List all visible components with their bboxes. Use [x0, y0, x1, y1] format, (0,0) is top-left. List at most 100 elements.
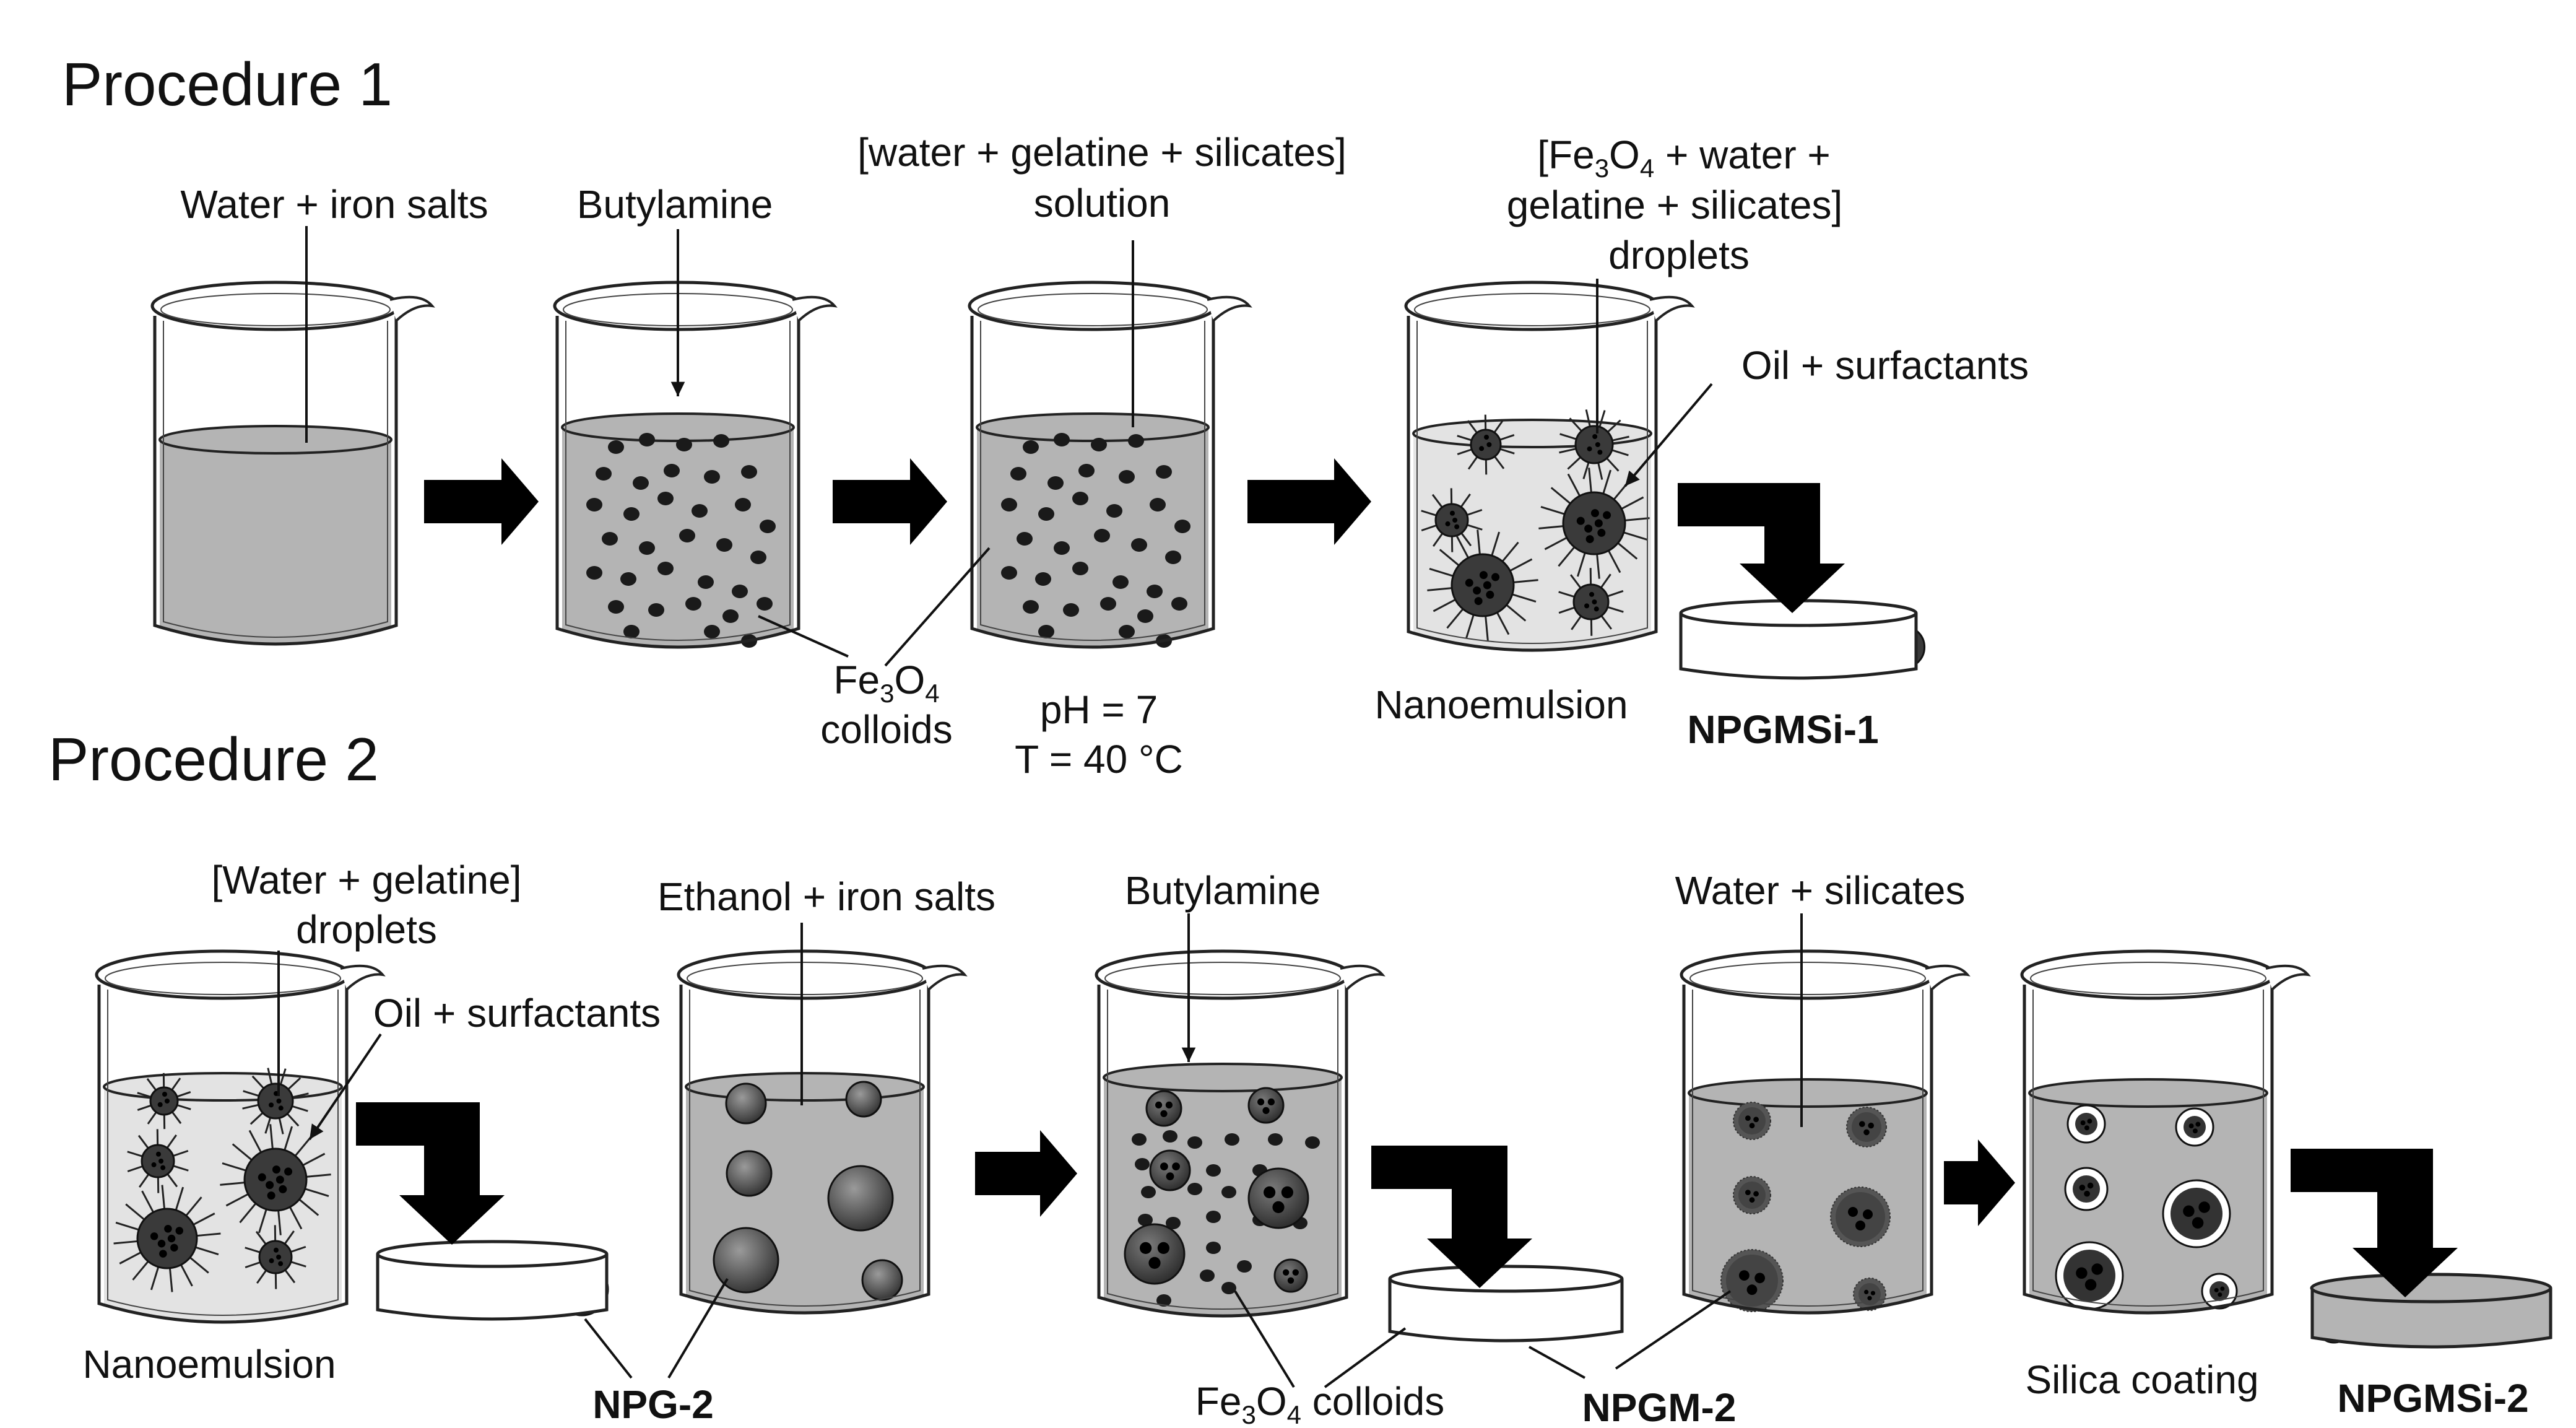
p2-nano-f-surfactant-tail	[284, 1230, 295, 1245]
p2-beaker-butylamine-inner-wall	[1107, 990, 1338, 1310]
p1-b3-colloid	[1035, 572, 1051, 586]
p2-b3-inner-colloid	[1287, 1277, 1295, 1284]
p1-nano-e-surfactant-tail	[1427, 587, 1452, 591]
p1-beaker-nanoemulsion-rim-inner	[1414, 293, 1650, 326]
p1-nano-e-inner-colloid	[1473, 586, 1481, 595]
p1-nano-e-surfactant-tail	[1477, 529, 1481, 555]
p2-nano-e-surfactant-tail	[189, 1256, 209, 1274]
p2-nano-d-surfactant-tail	[269, 1124, 274, 1149]
p2-sil-e-hairy-particle	[1720, 1249, 1784, 1312]
p2-nano-b-surfactant-tail	[279, 1068, 287, 1085]
p1-b3-colloid	[1128, 434, 1144, 448]
p1-nano-e-inner-colloid	[1483, 581, 1491, 590]
p1-b3-colloid	[1131, 538, 1147, 552]
p2-b3-colloid	[1225, 1133, 1239, 1146]
p2-nano-f-surfactant-tail	[245, 1247, 261, 1253]
label-water-gelatine-droplets-line1: [Water + gelatine]	[212, 858, 522, 902]
p2-beaker-silica-rim	[2020, 949, 2276, 1000]
p1-nano-b-droplet	[1559, 409, 1629, 480]
p2-ptr-colloids-left	[1234, 1290, 1295, 1388]
p1-nano-b-surfactant-tail	[1582, 462, 1590, 479]
label-npgm-2: NPGM-2	[1582, 1385, 1737, 1428]
label-oil-surfactants-1: Oil + surfactants	[1741, 343, 2029, 388]
p2-coat-f-core	[2210, 1281, 2229, 1301]
p2-sil-a-inner-colloid	[1745, 1115, 1751, 1121]
p1-nano-f-surfactant-tail	[1558, 591, 1575, 598]
p1-b2-colloid	[623, 507, 640, 521]
p1-nano-d-surfactant-tail	[1621, 496, 1644, 510]
p2-ptr-npgm-right	[1615, 1290, 1732, 1370]
p2-nano-e-inner-colloid	[164, 1225, 172, 1233]
p2-b3-inner-colloid	[1283, 1269, 1290, 1276]
p1-b2-colloid	[692, 504, 708, 518]
p1-beaker-water-rim-inner	[160, 293, 391, 326]
p1-b2-colloid	[620, 572, 636, 586]
p2-coat-e-inner-colloid	[2084, 1279, 2097, 1291]
p1-ptr-oil-head	[1625, 470, 1640, 486]
p2-coat-f-inner-colloid	[2220, 1286, 2225, 1291]
p1-nano-c-surfactant-tail	[1421, 524, 1437, 532]
p2-sil-c-inner-colloid	[1749, 1197, 1755, 1203]
p2-beaker-ethanol-rim	[677, 949, 933, 1000]
p2-b3-particle-5	[1273, 1258, 1308, 1293]
p1-b2-colloid	[757, 597, 773, 611]
p2-b3-inner-colloid	[1165, 1101, 1173, 1108]
p2-coat-b-inner-colloid	[2188, 1123, 2194, 1129]
p2-nano-d-droplet-core	[243, 1147, 308, 1212]
p2-dish-npgm-dish-rim	[1388, 1265, 1624, 1293]
p2-beaker-silicates-spout	[1925, 964, 1971, 991]
p1-beaker-butylamine-inner-wall	[565, 321, 791, 641]
p1-nano-b-inner-colloid	[1587, 446, 1592, 451]
p1-arrow-3	[1247, 458, 1371, 545]
p1-b3-colloid	[1001, 566, 1017, 580]
p2-sil-d-inner-colloid	[1863, 1209, 1873, 1219]
p1-nano-d-surfactant-tail	[1567, 473, 1581, 497]
p1-nano-b-surfactant-tail	[1597, 462, 1603, 480]
p2-beaker-nanoemulsion-rim	[95, 949, 351, 1000]
p1-nano-d-surfactant-tail	[1540, 505, 1565, 515]
p1-nano-e-surfactant-tail	[1446, 608, 1464, 629]
p2-nano-b-surfactant-tail	[278, 1117, 284, 1134]
p2-beaker-butylamine-wall	[1097, 985, 1348, 1318]
label-ph: pH = 7	[1040, 687, 1158, 732]
p2-nano-f-surfactant-tail	[290, 1245, 306, 1253]
p1-nano-e-surfactant-tail	[1429, 567, 1454, 577]
p2-beaker-silicates-wall	[1682, 985, 1933, 1315]
p1-nano-a-surfactant-tail	[1499, 433, 1515, 441]
p2-nano-d-surfactant-tail	[232, 1143, 253, 1161]
p1-b3-colloid	[1017, 532, 1033, 546]
p1-nano-c-surfactant-tail	[1431, 494, 1443, 508]
p2-nano-f-inner-colloid	[276, 1255, 282, 1260]
p1-nano-c-surfactant-tail	[1460, 493, 1471, 508]
p1-nano-d-surfactant-tail	[1623, 531, 1648, 541]
p1-nano-e-inner-colloid	[1491, 573, 1500, 581]
p2-coat-e-coated-particle	[2055, 1241, 2124, 1310]
p1-nano-d-surfactant-tail	[1596, 554, 1600, 579]
p2-nano-e-droplet-core	[136, 1208, 198, 1269]
p1-b2-colloid	[608, 600, 624, 614]
p1-nano-e-surfactant-tail	[1501, 541, 1519, 562]
p1-b2-colloid	[704, 470, 720, 484]
p2-nano-f-surfactant-tail	[256, 1269, 267, 1284]
p2-beaker-nanoemulsion-liquid-surface	[103, 1072, 343, 1102]
p1-dish-dish-wall	[1679, 613, 1918, 680]
p1-nano-a-inner-colloid	[1486, 442, 1492, 447]
p2-beaker-butylamine-liquid-surface	[1103, 1063, 1343, 1092]
p1-nano-c-surfactant-tail	[1467, 524, 1483, 531]
glassware-layer	[95, 281, 2552, 1349]
p2-coat-b-inner-colloid	[2195, 1121, 2201, 1127]
p1-beaker-nanoemulsion-rim	[1404, 281, 1660, 331]
p2-b3-inner-colloid	[1148, 1256, 1161, 1269]
p1-nano-c-surfactant-tail	[1421, 510, 1437, 516]
p2-nano-f-inner-colloid	[273, 1247, 279, 1253]
p1-nano-f-surfactant-tail	[1607, 590, 1624, 598]
p1-nano-d-surfactant-tail	[1588, 468, 1592, 493]
p2-sil-c-inner-colloid	[1753, 1191, 1759, 1197]
p1-nano-f-surfactant-tail	[1571, 616, 1582, 630]
p2-sil-f-core	[1858, 1283, 1881, 1305]
p2-nano-c-surfactant-tail	[166, 1134, 177, 1149]
p1-nano-f-surfactant-tail	[1558, 606, 1575, 614]
p2-nano-e-surfactant-tail	[125, 1203, 145, 1221]
p2-ptr-npgm-left	[1529, 1346, 1585, 1379]
p2-coat-c-core	[2073, 1175, 2100, 1203]
